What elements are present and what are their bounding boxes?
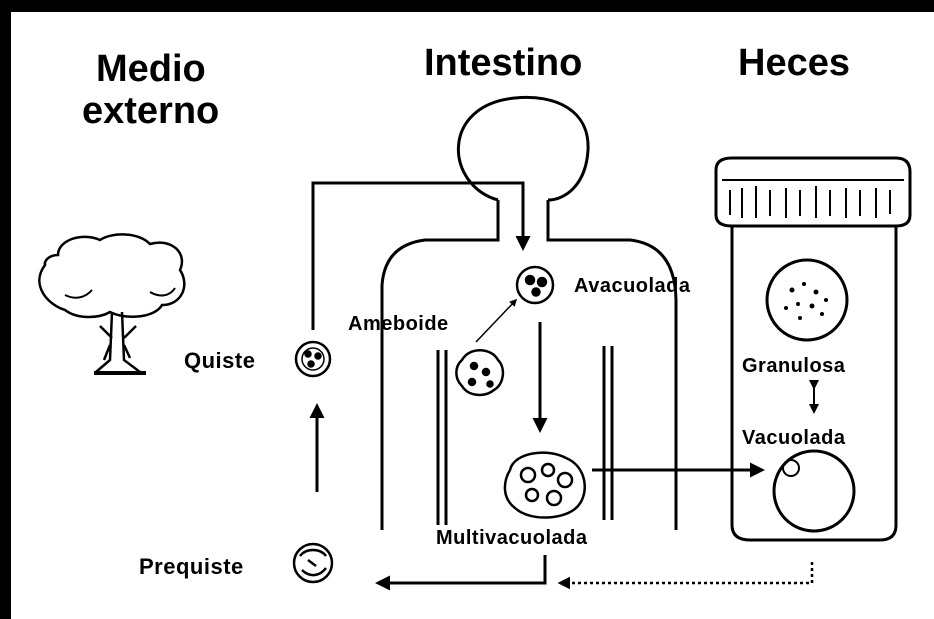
specimen-jar-icon	[714, 156, 912, 542]
label-vacuolada: Vacuolada	[742, 427, 846, 449]
header-medio-line2: externo	[82, 90, 220, 132]
frame-top-border	[0, 0, 934, 12]
arrow-heces-to-prequiste-dotted	[557, 562, 814, 590]
header-heces: Heces	[738, 42, 850, 84]
multivacuolada-cell	[503, 451, 586, 519]
label-quiste: Quiste	[184, 348, 256, 373]
prequiste-cell	[292, 542, 334, 584]
arrow-multivacuolada-to-prequiste	[375, 555, 547, 591]
label-granulosa: Granulosa	[742, 355, 846, 377]
tree-icon	[38, 233, 186, 375]
frame-left-border	[0, 0, 11, 619]
ameboide-cell	[455, 349, 505, 397]
header-medio-line1: Medio	[96, 48, 206, 90]
header-intestino: Intestino	[424, 42, 583, 84]
life-cycle-arrows	[309, 181, 819, 591]
human-body-outline	[380, 95, 678, 530]
arrow-ameboide-to-avacuolada	[475, 298, 518, 343]
label-avacuolada: Avacuolada	[574, 275, 691, 297]
label-multivacuolada: Multivacuolada	[436, 527, 588, 549]
quiste-cell	[294, 340, 332, 378]
arrow-quiste-to-intestino	[311, 181, 531, 330]
label-prequiste: Prequiste	[139, 554, 244, 579]
label-ameboide: Ameboide	[348, 313, 449, 335]
avacuolada-cell	[515, 265, 555, 305]
vacuolada-cell	[772, 449, 856, 533]
granulosa-cell	[765, 258, 849, 342]
